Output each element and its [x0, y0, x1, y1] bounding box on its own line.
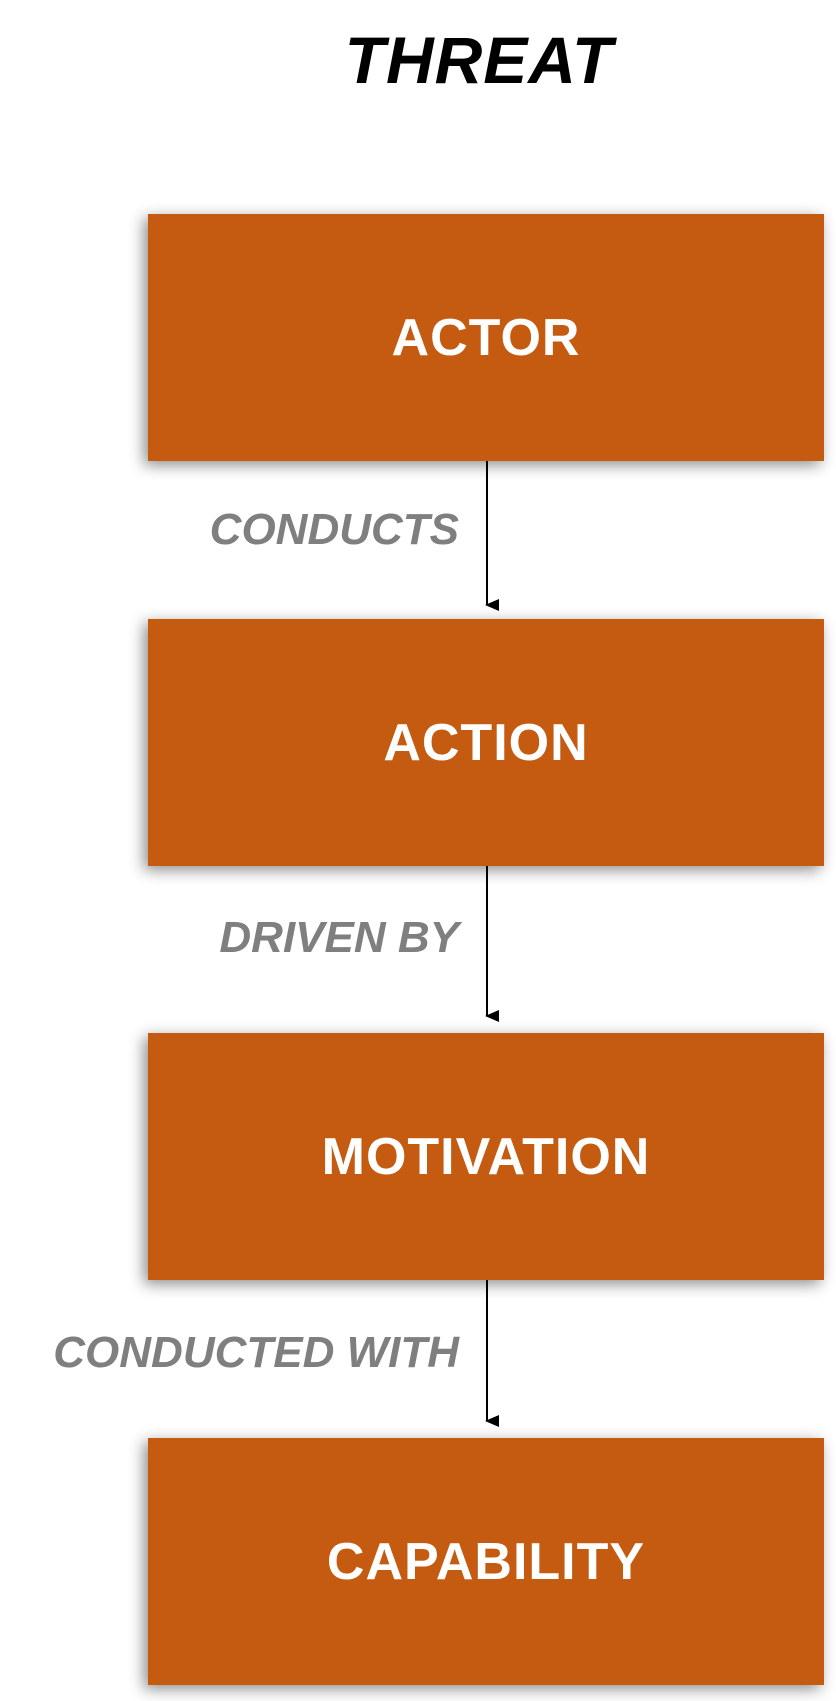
action-label: ACTION	[383, 713, 589, 772]
action-box: ACTION	[148, 619, 824, 866]
actor-box: ACTOR	[148, 214, 824, 461]
connector-label-driven-by: DRIVEN BY	[219, 913, 459, 962]
motivation-label: MOTIVATION	[321, 1127, 651, 1186]
motivation-box: MOTIVATION	[148, 1033, 824, 1280]
capability-label: CAPABILITY	[326, 1532, 646, 1591]
connector-label-conducted-with: CONDUCTED WITH	[53, 1328, 459, 1377]
actor-label: ACTOR	[391, 308, 581, 367]
connector-label-conducts: CONDUCTS	[209, 505, 459, 554]
capability-box: CAPABILITY	[148, 1438, 824, 1685]
diagram-title: THREAT	[344, 23, 614, 97]
